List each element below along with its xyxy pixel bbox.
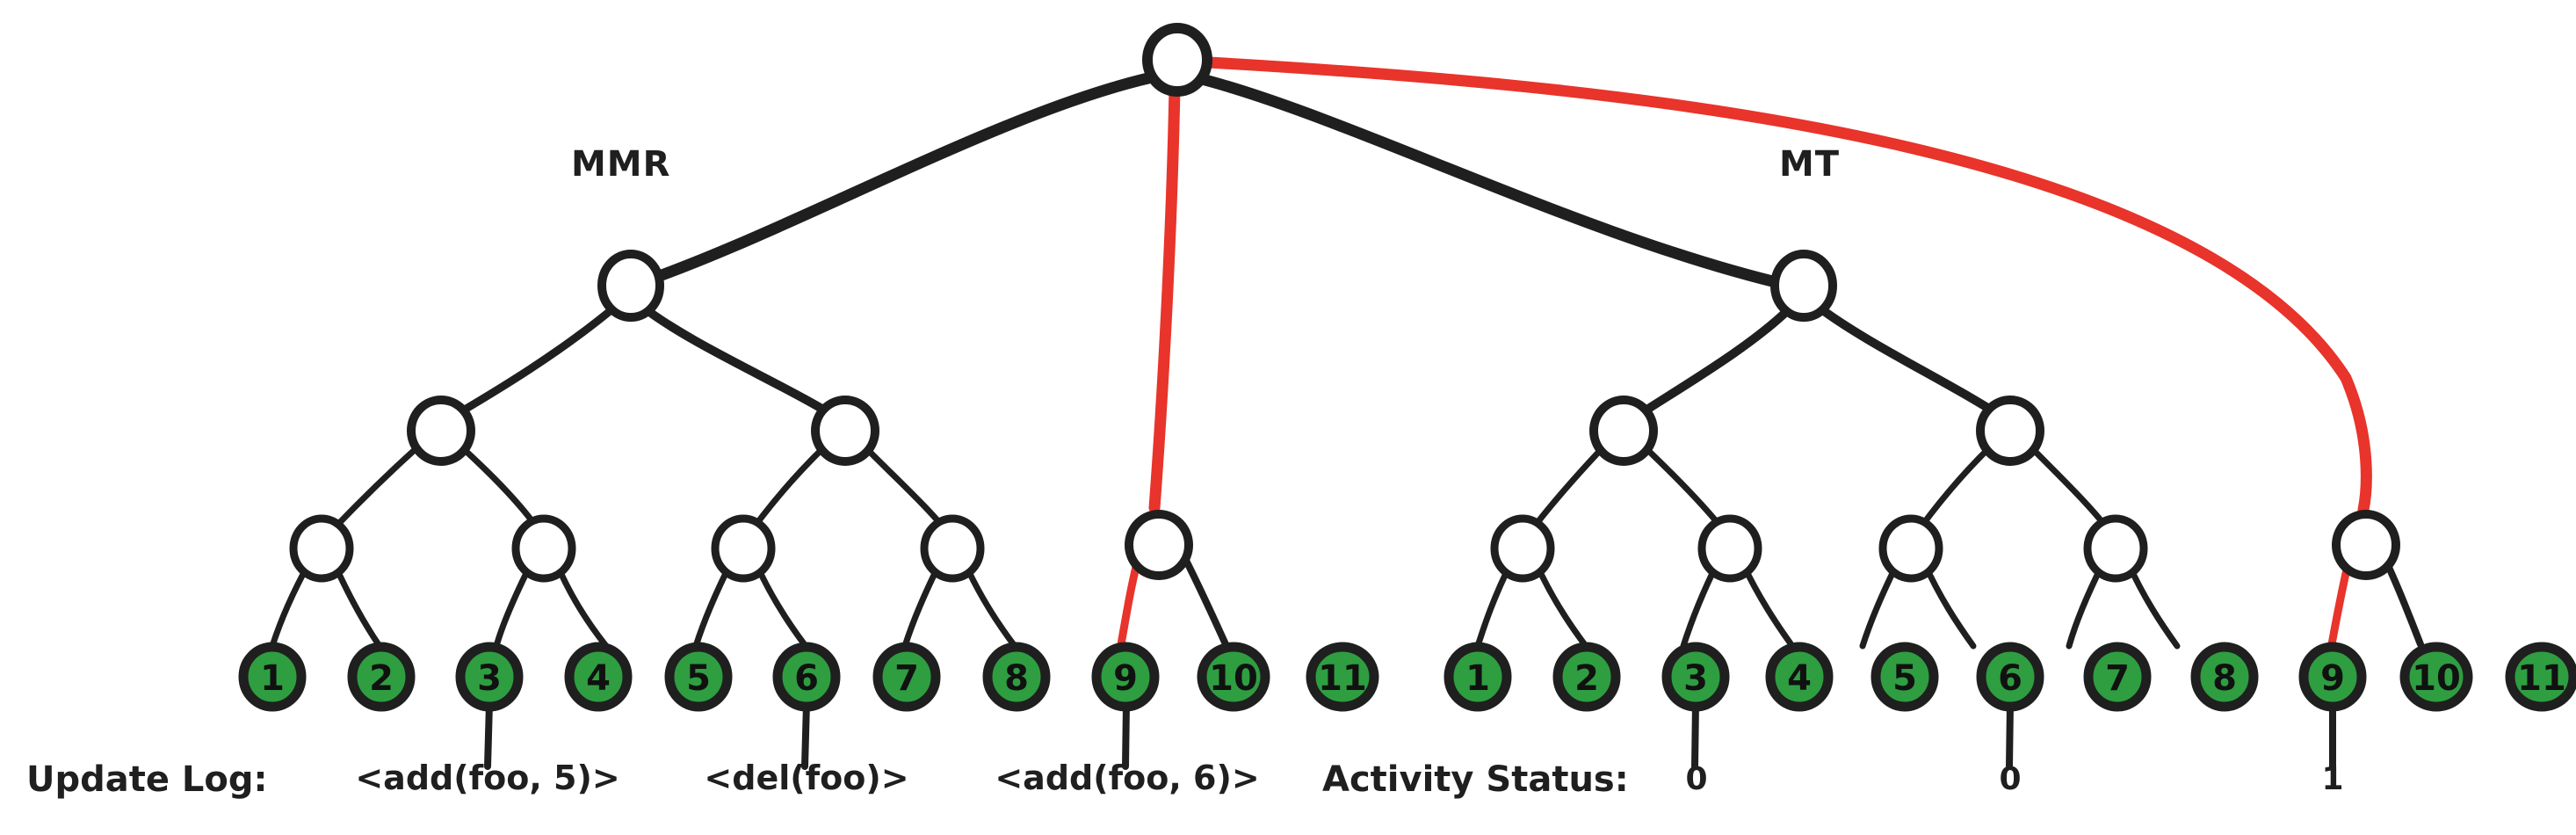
leaf-label: 7 xyxy=(894,658,919,699)
leaf-left-10[interactable]: 10 xyxy=(1197,642,1270,712)
leaf-label: 1 xyxy=(260,658,285,699)
leaf-label: 3 xyxy=(477,658,502,699)
leaf-label: 3 xyxy=(1683,658,1708,699)
leaf-left-2[interactable]: 2 xyxy=(347,642,416,712)
left-node-l2a xyxy=(407,396,475,466)
stem-left-6 xyxy=(801,700,810,770)
leaf-right-6[interactable]: 6 xyxy=(1976,642,2044,712)
right-node-r3c xyxy=(1878,514,1943,583)
leaf-label: 2 xyxy=(1574,658,1599,699)
right-node-r3b xyxy=(1697,514,1762,583)
leaf-label: 2 xyxy=(369,658,394,699)
leaf-label: 8 xyxy=(2212,658,2237,699)
activity-status-value-3: 1 xyxy=(2321,761,2343,797)
right-node-r1 xyxy=(1770,250,1837,322)
left-node-l2b xyxy=(811,396,879,466)
leaf-right-1[interactable]: 1 xyxy=(1444,642,1512,712)
leaf-left-11[interactable]: 11 xyxy=(1306,642,1379,712)
leaf-left-7[interactable]: 7 xyxy=(872,642,941,712)
leaf-label: 8 xyxy=(1004,658,1029,699)
right-tree-leaves: 1 2 3 4 5 6 7 xyxy=(1444,642,2576,712)
root-node xyxy=(1142,23,1212,97)
leaf-label: 6 xyxy=(794,658,819,699)
right-node-r3a xyxy=(1490,514,1555,583)
leaf-label: 11 xyxy=(2517,658,2566,699)
highlight-edge-right xyxy=(1187,55,2372,516)
stem-left-9 xyxy=(1122,700,1130,770)
stem-right-3 xyxy=(1691,700,1699,770)
leaf-label: 10 xyxy=(1209,658,1258,699)
leaf-label: 5 xyxy=(686,658,711,699)
left-node-l3d xyxy=(920,514,985,583)
leaf-right-10[interactable]: 10 xyxy=(2399,642,2473,712)
leaf-label: 7 xyxy=(2105,658,2130,699)
stem-left-3 xyxy=(484,700,493,770)
leaf-label: 11 xyxy=(1318,658,1367,699)
left-node-9-10 xyxy=(1125,510,1193,580)
highlight-edge-left xyxy=(1148,82,1181,514)
leaf-label: 1 xyxy=(1465,658,1490,699)
leaf-label: 6 xyxy=(1998,658,2022,699)
leaf-right-9[interactable]: 9 xyxy=(2298,642,2367,712)
leaf-label: 10 xyxy=(2412,658,2461,699)
tree-label-mmr: MMR xyxy=(571,144,670,185)
leaf-label: 5 xyxy=(1892,658,1917,699)
tree-label-mt: MT xyxy=(1779,144,1840,185)
leaf-left-4[interactable]: 4 xyxy=(564,642,633,712)
update-log-caption: Update Log: xyxy=(26,759,268,800)
leaf-right-11[interactable]: 11 xyxy=(2505,642,2576,712)
left-node-l1 xyxy=(597,250,664,322)
leaf-left-5[interactable]: 5 xyxy=(664,642,733,712)
update-log-entry-3: <add(foo, 6)> xyxy=(995,759,1259,797)
left-tree-leaves: 1 2 3 4 5 6 7 xyxy=(238,642,1379,712)
internal-nodes xyxy=(289,23,2400,583)
leaf-left-1[interactable]: 1 xyxy=(238,642,307,712)
stem-right-6 xyxy=(2006,700,2014,770)
right-node-r2a xyxy=(1589,396,1658,466)
right-node-9-10 xyxy=(2332,510,2400,580)
leaf-label: 4 xyxy=(1787,658,1812,699)
leaf-label: 9 xyxy=(2320,658,2345,699)
left-node-l3c xyxy=(711,514,776,583)
leaf-label: 4 xyxy=(586,658,611,699)
leaf-callout-stems xyxy=(484,700,2336,770)
leaf-left-6[interactable]: 6 xyxy=(772,642,841,712)
update-log-entry-1: <add(foo, 5)> xyxy=(355,759,619,797)
leaf-left-9[interactable]: 9 xyxy=(1091,642,1160,712)
right-node-r3d xyxy=(2083,514,2148,583)
leaf-right-3[interactable]: 3 xyxy=(1661,642,1730,712)
activity-status-caption: Activity Status: xyxy=(1322,759,1629,800)
leaf-right-8[interactable]: 8 xyxy=(2190,642,2259,712)
leaf-right-2[interactable]: 2 xyxy=(1552,642,1621,712)
left-node-l3a xyxy=(289,514,354,583)
leaf-label: 9 xyxy=(1113,658,1138,699)
leaf-right-5[interactable]: 5 xyxy=(1870,642,1939,712)
leaf-left-3[interactable]: 3 xyxy=(455,642,524,712)
update-log-entry-2: <del(foo)> xyxy=(704,759,908,797)
leaf-left-8[interactable]: 8 xyxy=(982,642,1051,712)
left-node-l3b xyxy=(511,514,576,583)
activity-status-value-1: 0 xyxy=(1685,761,1707,797)
leaf-right-4[interactable]: 4 xyxy=(1765,642,1834,712)
activity-status-value-2: 0 xyxy=(1999,761,2021,797)
leaf-right-7[interactable]: 7 xyxy=(2083,642,2152,712)
right-node-r2b xyxy=(1976,396,2044,466)
